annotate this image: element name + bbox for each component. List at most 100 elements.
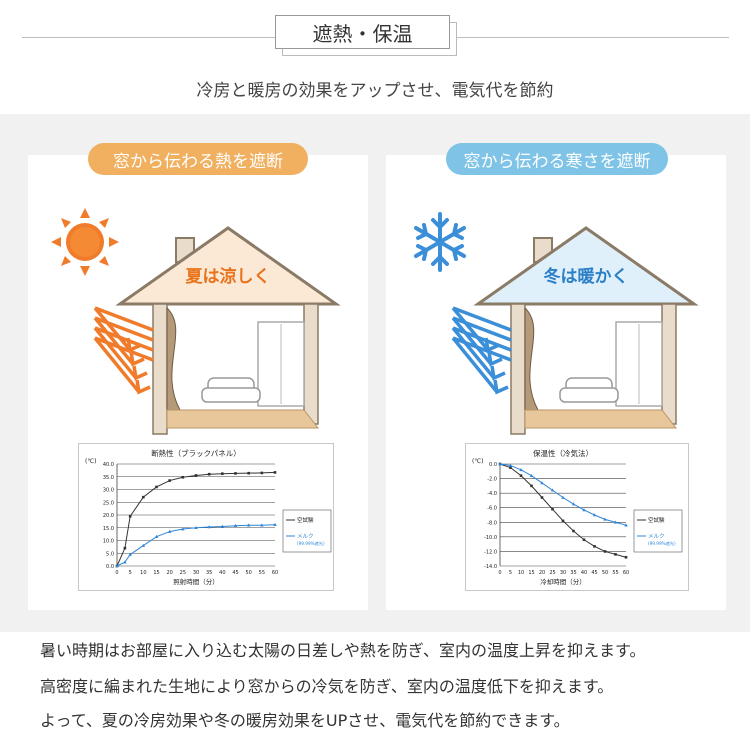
chart-xtick: 5 — [129, 570, 132, 576]
chart-xtick: 5 — [509, 570, 512, 576]
legend-note: (99.99%遮光) — [297, 540, 325, 547]
data-point — [593, 545, 596, 548]
chart-ytick: -10.0 — [484, 535, 497, 541]
chart-xtick: 10 — [140, 570, 146, 576]
data-point — [123, 546, 127, 550]
arrow-head — [129, 351, 145, 367]
data-point — [154, 534, 159, 538]
arrow-line — [94, 326, 154, 352]
data-point — [273, 522, 277, 526]
data-point — [142, 495, 145, 499]
data-point — [155, 485, 158, 489]
data-point — [519, 468, 523, 472]
arrow-line — [452, 316, 512, 342]
arrow-shaft — [93, 336, 141, 394]
chart-xtick: 20 — [166, 570, 172, 576]
arrow-line — [452, 336, 512, 362]
legend-label: メルク — [648, 533, 665, 540]
data-point — [561, 495, 565, 499]
data-point — [572, 529, 575, 533]
chart-xtick: 35 — [570, 570, 576, 576]
chart-ytick: 20.0 — [103, 513, 114, 519]
chart-xtick: 60 — [272, 570, 278, 576]
data-point — [571, 502, 576, 506]
chart-xtick: 35 — [206, 570, 212, 576]
arrow-head — [490, 365, 506, 381]
right-panel-pill: 窓から伝わる寒さを遮断 — [446, 143, 668, 175]
chart-ytick: 40.0 — [103, 462, 114, 468]
chart-ytick: 25.0 — [103, 500, 114, 506]
arrow-line — [94, 306, 154, 332]
data-point — [582, 538, 586, 542]
chart-legend — [282, 509, 332, 553]
chart-title: 断熱性（ブラックパネル） — [151, 448, 241, 458]
chart-xtick: 0 — [115, 570, 118, 576]
series-line — [116, 524, 276, 567]
house-label-summer: 夏は涼しく — [186, 266, 271, 287]
arrow-head — [135, 379, 151, 395]
data-point — [529, 473, 534, 477]
arrow-line — [94, 336, 154, 362]
chart-legend — [633, 509, 683, 553]
legend-note: (99.99%遮光) — [648, 540, 676, 547]
chart-xtick: 60 — [623, 570, 629, 576]
data-point — [592, 513, 597, 517]
data-point — [260, 523, 264, 527]
series-line — [499, 463, 627, 558]
arrow-shaft — [93, 306, 132, 352]
chart-ytick: 35.0 — [103, 475, 114, 481]
summer-house-illustration: 夏は涼しく — [51, 208, 341, 435]
chart-ytick: 10.0 — [103, 539, 114, 545]
chart-xtick: 50 — [245, 570, 251, 576]
data-point — [614, 553, 617, 556]
data-point — [167, 529, 172, 533]
data-point — [141, 543, 146, 547]
chart-xtick: 15 — [153, 570, 159, 576]
chart-ytick: -12.0 — [484, 549, 497, 555]
arrow-line — [452, 306, 512, 332]
data-point — [115, 564, 119, 568]
cold-arrows — [451, 306, 512, 395]
arrow-shaft — [451, 316, 493, 366]
arrow-head — [132, 365, 148, 381]
data-point — [128, 552, 132, 556]
chart-ytick: 0.0 — [489, 462, 497, 468]
data-point — [221, 472, 224, 475]
sun-icon — [51, 208, 119, 276]
arrow-shaft — [451, 336, 499, 394]
data-point — [551, 507, 554, 511]
data-point — [613, 520, 618, 524]
chart-xtick: 40 — [219, 570, 225, 576]
data-point — [550, 488, 555, 492]
data-point — [234, 472, 237, 475]
arrow-line — [452, 326, 512, 352]
left-panel-pill: 窓から伝わる熱を遮断 — [88, 143, 308, 175]
chart-xtick: 30 — [560, 570, 566, 576]
chart-ytick: -8.0 — [487, 520, 497, 526]
data-point — [123, 560, 127, 564]
data-point — [246, 523, 251, 527]
chart-ytick: -6.0 — [487, 506, 497, 512]
data-point — [561, 519, 565, 523]
arrow-shaft — [93, 316, 135, 366]
description-line-1: 暑い時期はお部屋に入り込む太陽の日差しや熱を防ぎ、室内の温度上昇を抑えます。 — [40, 641, 646, 660]
arrow-line — [94, 316, 154, 342]
chart-xtick: 40 — [581, 570, 587, 576]
data-point — [181, 475, 185, 479]
chart-ytick: 0.0 — [106, 564, 114, 570]
chart-xtick: 20 — [539, 570, 545, 576]
chart-ylabel: (℃) — [85, 458, 96, 465]
data-point — [508, 463, 513, 467]
chart-xtick: 50 — [602, 570, 608, 576]
data-point — [128, 514, 132, 518]
arrow-head — [487, 351, 503, 367]
chart-xtick: 30 — [193, 570, 199, 576]
data-point — [530, 484, 533, 488]
series-line — [499, 463, 627, 526]
data-point — [273, 471, 277, 474]
snowflake-icon — [414, 212, 466, 272]
chart-ytick: 30.0 — [103, 488, 114, 494]
data-point — [207, 525, 211, 529]
data-point — [519, 474, 523, 477]
data-point — [603, 550, 607, 553]
